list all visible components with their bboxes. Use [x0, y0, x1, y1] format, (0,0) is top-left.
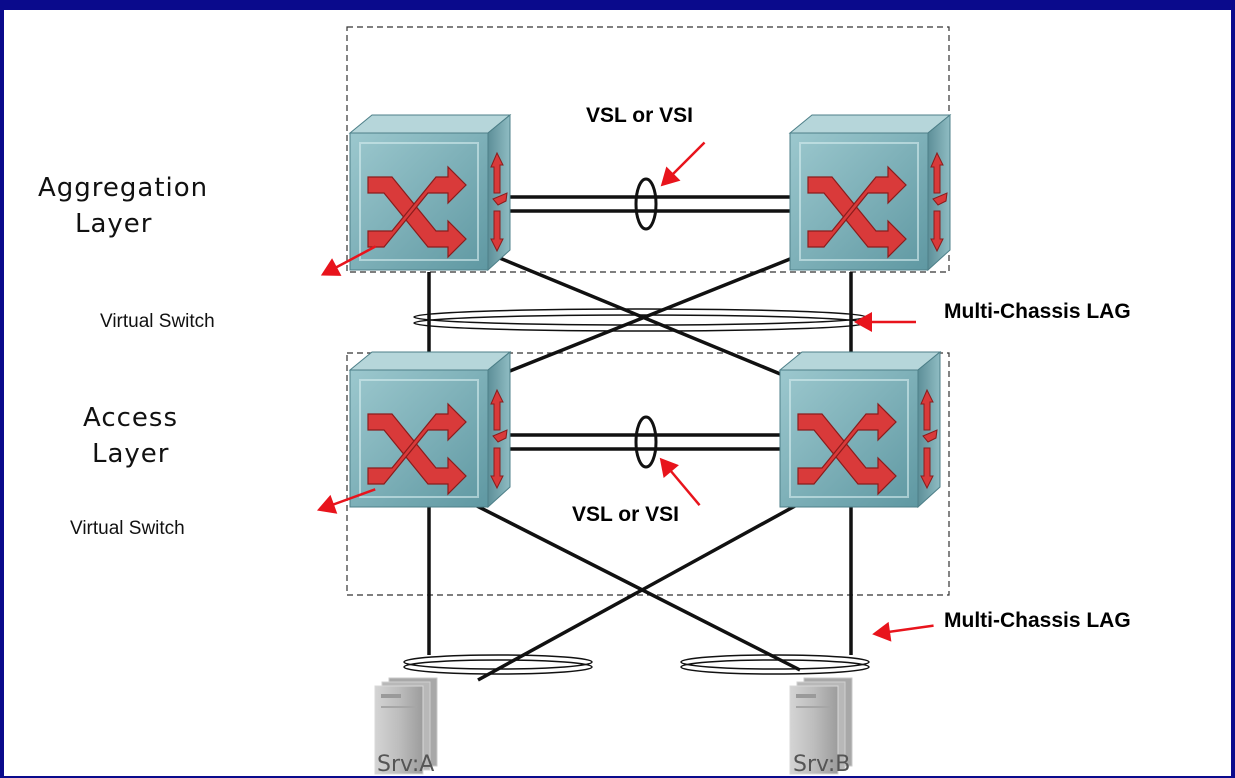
- vsl-label-bottom: VSL or VSI: [572, 503, 679, 526]
- vsl-ellipse-top: [634, 177, 658, 231]
- aggregation-layer-label: Aggregation: [38, 173, 208, 203]
- server-b-label: Srv:B: [793, 752, 850, 777]
- access-switch-right-icon: [779, 351, 941, 508]
- virtual-switch-box-access: [346, 352, 950, 596]
- access-switch-left-icon: [349, 351, 511, 508]
- arrow-mclag-top: [852, 310, 918, 334]
- aggregation-layer-label-line2: Layer: [75, 209, 153, 239]
- vsl-label-top: VSL or VSI: [586, 104, 693, 127]
- virtual-switch-label-bottom: Virtual Switch: [70, 518, 185, 539]
- aggregation-switch-right-icon: [789, 114, 951, 271]
- arrow-mclag-bottom: [869, 614, 937, 646]
- access-layer-label-line2: Layer: [92, 439, 170, 469]
- server-a-label: Srv:A: [377, 752, 434, 777]
- arrow-vsl-top: [652, 134, 713, 195]
- mclag-label-top: Multi-Chassis LAG: [944, 300, 1131, 323]
- vsl-ellipse-bottom: [634, 415, 658, 469]
- access-layer-label: Access: [83, 403, 178, 433]
- mclag-label-bottom: Multi-Chassis LAG: [944, 609, 1131, 632]
- virtual-switch-label-top: Virtual Switch: [100, 311, 215, 332]
